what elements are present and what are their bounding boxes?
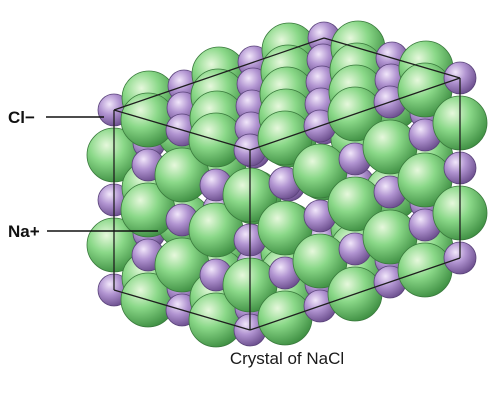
- chloride-label: Cl−: [8, 108, 35, 127]
- ion-lattice: [86, 20, 488, 348]
- cube-edge: [323, 37, 461, 79]
- cube-edge: [249, 77, 461, 151]
- cube-edge: [113, 37, 325, 111]
- cube-edge: [249, 257, 461, 331]
- sodium-label: Na+: [8, 222, 40, 241]
- cube-edge: [113, 289, 251, 331]
- unit-cube-outline: [113, 37, 461, 331]
- cube-edge: [113, 109, 251, 151]
- diagram-caption: Crystal of NaCl: [230, 349, 344, 368]
